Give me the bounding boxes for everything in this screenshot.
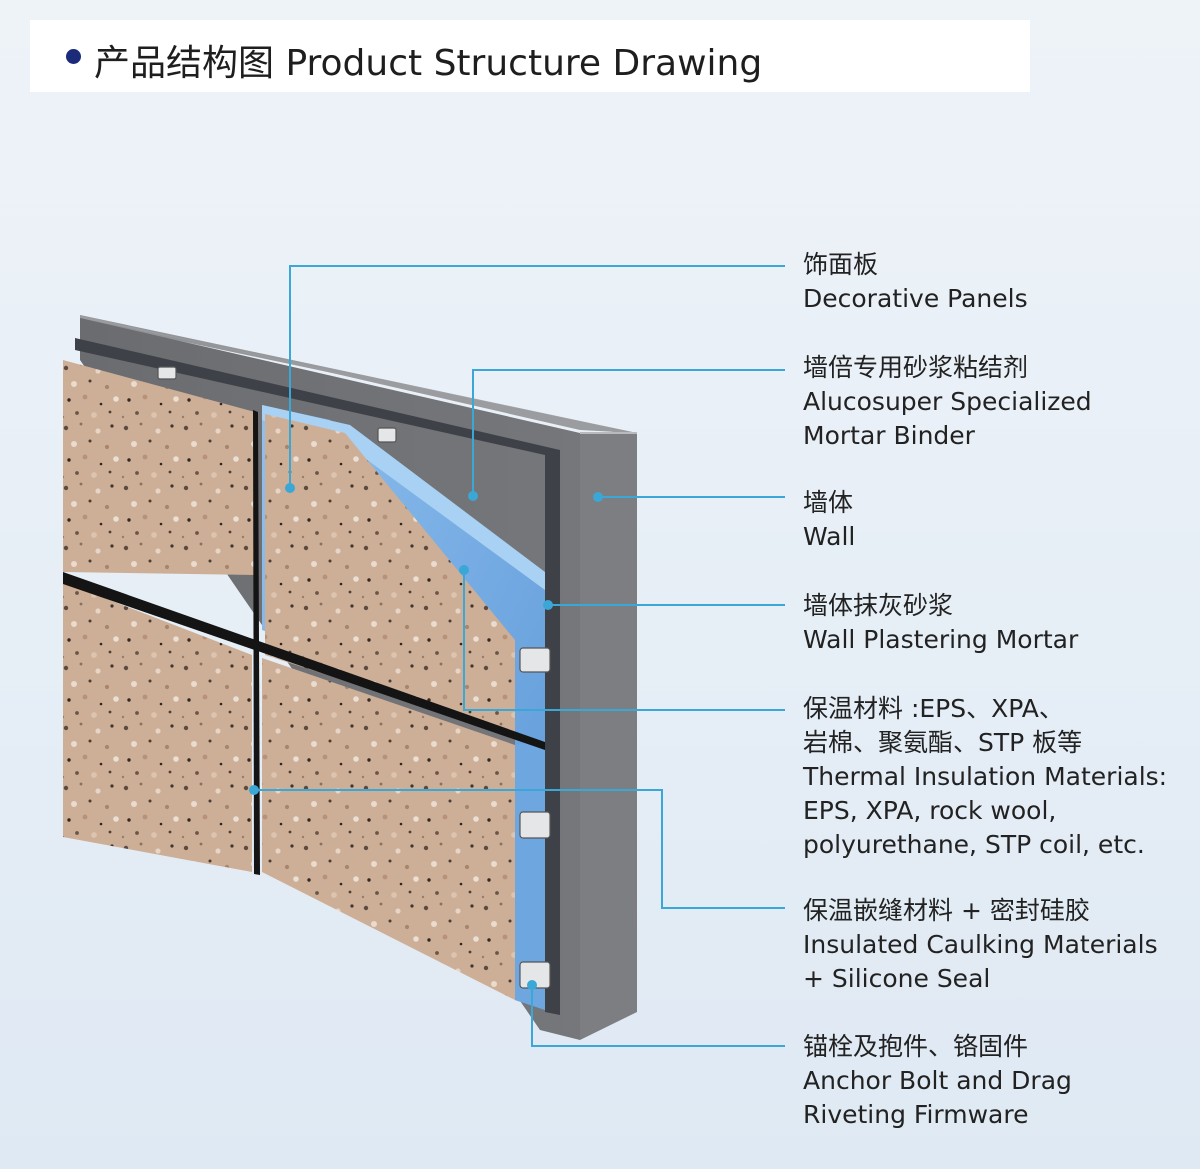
callout-en: EPS, XPA, rock wool, <box>803 796 1057 825</box>
leader-line-mortar-binder <box>472 369 785 496</box>
callout-zh: 锚栓及抱件、铬固件 <box>803 1032 1029 1061</box>
page-title: 产品结构图 Product Structure Drawing <box>94 43 763 84</box>
callout-caulking: 保温嵌缝材料 + 密封硅胶 Insulated Caulking Materia… <box>803 894 1158 996</box>
callout-wall: 墙体 Wall <box>803 486 855 554</box>
leader-dot <box>459 565 469 575</box>
panel-gap-lower <box>515 740 545 1010</box>
callout-zh: 饰面板 <box>803 250 879 279</box>
callout-zh: 墙倍专用砂浆粘结剂 <box>803 353 1029 382</box>
callout-en: Wall Plastering Mortar <box>803 625 1079 654</box>
anchor-clip <box>519 811 551 839</box>
leader-line-decorative-panels <box>289 265 785 488</box>
callout-zh: 保温嵌缝材料 + 密封硅胶 <box>803 896 1090 925</box>
callout-zh: 岩棉、聚氨酯、STP 板等 <box>803 728 1083 757</box>
callout-mortar-binder: 墙倍专用砂浆粘结剂 Alucosuper Specialized Mortar … <box>803 351 1092 453</box>
leader-dot <box>285 483 295 493</box>
leader-line-anchor <box>531 985 785 1047</box>
leader-dot <box>468 491 478 501</box>
header-bar: 产品结构图 Product Structure Drawing <box>30 20 1030 92</box>
leader-line-insulation <box>463 570 785 711</box>
leader-dot <box>593 492 603 502</box>
callout-en: Insulated Caulking Materials <box>803 930 1158 959</box>
callout-decorative-panels: 饰面板 Decorative Panels <box>803 248 1028 316</box>
anchor-clip <box>157 366 177 380</box>
anchor-clip <box>519 647 551 673</box>
leader-dot <box>527 980 537 990</box>
panel-bottom-left <box>63 582 252 872</box>
callout-zh: 墙体 <box>803 488 854 517</box>
callout-en: polyurethane, STP coil, etc. <box>803 830 1145 859</box>
bullet-dot-icon <box>66 49 81 64</box>
wall-side-face <box>580 433 637 1040</box>
callout-en: Thermal Insulation Materials: <box>803 762 1168 791</box>
panel-top-left <box>63 360 255 575</box>
panel-top-right <box>265 414 515 735</box>
joint-horizontal <box>63 572 545 750</box>
callout-en: Alucosuper Specialized <box>803 387 1092 416</box>
callout-insulation: 保温材料 :EPS、XPA、 岩棉、聚氨酯、STP 板等 Thermal Ins… <box>803 692 1167 862</box>
callout-en: Mortar Binder <box>803 421 975 450</box>
anchor-clip <box>377 427 397 443</box>
callout-en: Decorative Panels <box>803 284 1028 313</box>
callout-zh: 保温材料 :EPS、XPA、 <box>803 694 1064 723</box>
callout-zh: 墙体抹灰砂浆 <box>803 591 954 620</box>
callout-en: Wall <box>803 522 856 551</box>
callout-en: Anchor Bolt and Drag <box>803 1066 1072 1095</box>
leader-lines <box>254 265 785 1047</box>
panel-bottom-right <box>262 658 515 1000</box>
leader-dots <box>249 483 603 990</box>
leader-line-caulking <box>254 789 785 909</box>
leader-dot <box>249 785 259 795</box>
callout-en: Riveting Firmware <box>803 1100 1029 1129</box>
callout-plastering-mortar: 墙体抹灰砂浆 Wall Plastering Mortar <box>803 589 1078 657</box>
callout-en: + Silicone Seal <box>803 964 991 993</box>
callout-anchor: 锚栓及抱件、铬固件 Anchor Bolt and Drag Riveting … <box>803 1030 1072 1132</box>
leader-dot <box>543 600 553 610</box>
